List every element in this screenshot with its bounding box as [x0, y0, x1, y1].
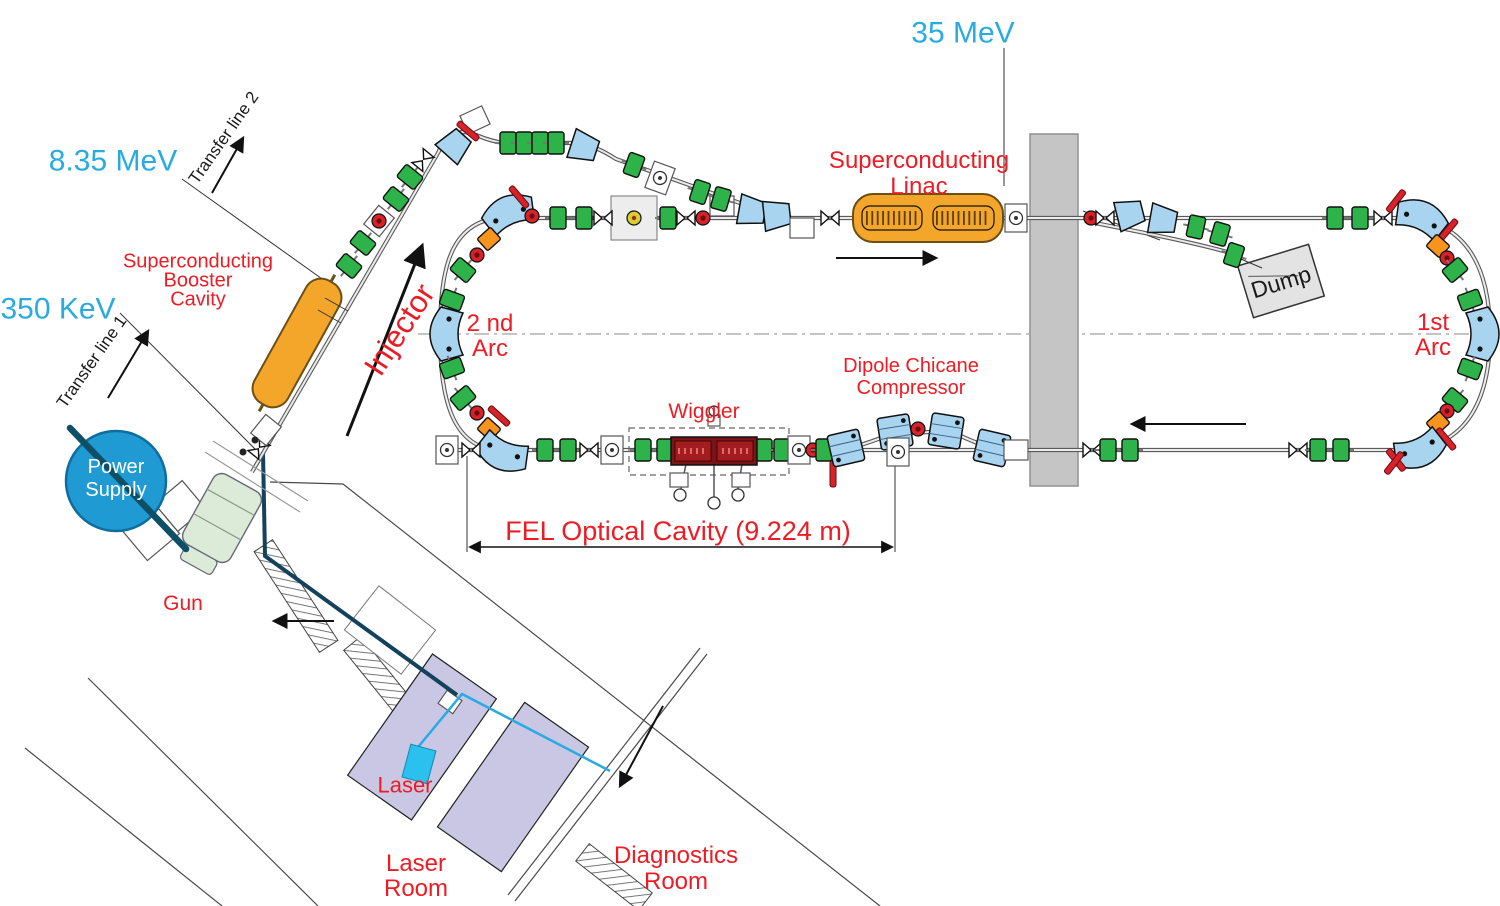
dipole-magnet: [470, 426, 535, 480]
bellows: [676, 210, 696, 226]
laser-beam-path: [413, 692, 611, 773]
vacuum-valve: [371, 213, 387, 229]
fel-cavity-label: FEL Optical Cavity (9.224 m): [505, 515, 851, 546]
vacuum-valve: [469, 405, 485, 421]
quadrupole-magnet: [554, 438, 582, 462]
quadrupole-magnet: [1304, 438, 1332, 462]
dipole-magnet: [1465, 306, 1500, 362]
quadrupole-magnet: [570, 206, 598, 230]
wiggler-device: [669, 405, 758, 510]
quadrupole-magnet: [1346, 206, 1374, 230]
dipole-magnet: [566, 127, 602, 167]
beam-monitor: [1004, 203, 1028, 233]
gun-label: Gun: [163, 591, 203, 615]
optical-table: [436, 701, 590, 873]
bellows: [579, 442, 599, 458]
chicane-dipole: [826, 428, 866, 468]
building-walls: [24, 481, 881, 906]
chicane-dipole: [926, 411, 966, 451]
quadrupole-magnet: [1327, 438, 1355, 462]
vacuum-valve: [524, 208, 540, 224]
quadrupole-magnet: [1321, 206, 1349, 230]
quadrupole-magnet: [544, 206, 572, 230]
laser-room-label: Laser Room: [383, 850, 449, 902]
quadrupole-magnet: [1116, 438, 1144, 462]
dipole-magnet: [429, 306, 464, 362]
vacuum-valve: [695, 210, 711, 226]
beamline-components: [247, 105, 1500, 488]
bellows: [593, 210, 613, 226]
diagnostics-room-label: Diagnostics Room: [613, 842, 739, 895]
first-arc-label: 1st Arc: [1415, 309, 1451, 361]
injector-arrow: [345, 242, 426, 437]
bellows: [461, 442, 481, 458]
dipole-magnet: [761, 197, 793, 233]
quadrupole-magnet: [617, 149, 651, 181]
instrument-box: [1003, 439, 1029, 461]
energy-label-835mev: 8.35 MeV: [48, 144, 178, 178]
vacuum-valve: [469, 247, 485, 263]
diagnostics-arrow: [618, 705, 664, 789]
hatched-wall-segment: [575, 843, 653, 906]
laser-transport-line: [261, 451, 459, 697]
power-supply-device: [64, 424, 190, 553]
leader-350kev: [119, 312, 259, 453]
beam-monitor: [644, 160, 676, 196]
gun-body: [179, 472, 263, 575]
wiggler-label: Wiggler: [668, 399, 740, 423]
energy-label-35mev: 35 MeV: [911, 16, 1015, 50]
fel-mirror: [435, 435, 459, 465]
annotations: [107, 48, 1246, 789]
chicane-label: Dipole Chicane Compressor: [843, 355, 979, 399]
laser-label: Laser: [377, 772, 433, 798]
transfer-line-1-arrow: [107, 328, 150, 399]
linac-label: Superconducting Linac: [828, 147, 1010, 200]
second-arc-label: 2 nd Arc: [466, 310, 514, 362]
beam-monitor: [600, 435, 624, 465]
bellows: [1373, 210, 1393, 226]
dipole-magnet: [1146, 202, 1180, 238]
quadrupole-magnet: [531, 438, 559, 462]
power-supply-label: Power Supply: [85, 456, 147, 501]
laser-room-equipment: [261, 451, 611, 873]
quadrupole-magnet: [331, 247, 367, 285]
booster-cavity-label: Superconducting Booster Cavity: [122, 250, 274, 311]
bellows: [820, 210, 840, 226]
laser-head: [401, 743, 437, 785]
vacuum-valve: [910, 421, 926, 437]
fel-mirror: [886, 437, 910, 467]
door-frame: [343, 585, 437, 675]
energy-label-350kev: 350 KeV: [0, 292, 116, 326]
superconducting-linac-device: [852, 193, 1004, 243]
shielding-wall: [1029, 133, 1079, 487]
instrument-box: [789, 217, 815, 239]
bellows: [1288, 442, 1308, 458]
transfer-line-2-arrow: [211, 135, 245, 194]
beam-dump: [1236, 243, 1326, 319]
leader-835mev: [181, 178, 333, 287]
screen-monitor-dot: [631, 215, 637, 221]
